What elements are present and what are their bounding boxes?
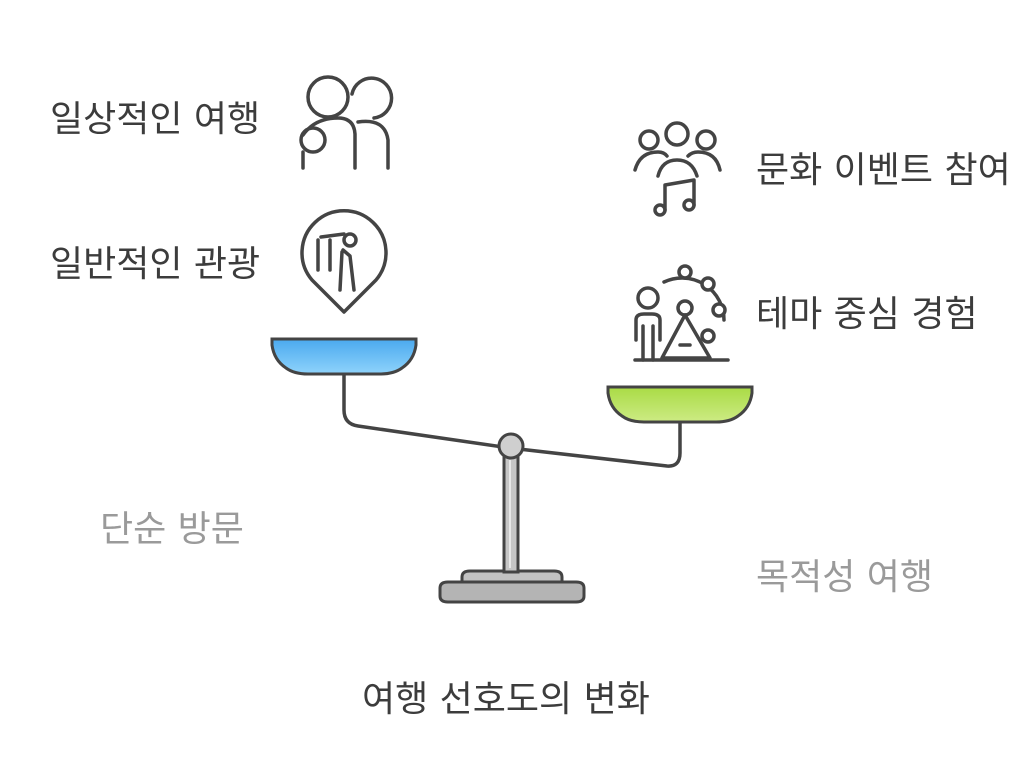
- left-pan: [270, 337, 418, 376]
- friends-icon: [299, 75, 394, 170]
- left-item-label: 일상적인 여행: [50, 99, 261, 140]
- right-category-label: 목적성 여행: [756, 557, 934, 598]
- right-item-label: 테마 중심 경험: [756, 294, 978, 335]
- left-item-label: 일반적인 관광: [50, 244, 261, 285]
- scale-base: [438, 569, 586, 604]
- people-music-icon: [633, 121, 722, 217]
- right-item-label: 문화 이벤트 참여: [756, 150, 1011, 191]
- right-pan: [606, 385, 754, 424]
- diagram-title: 여행 선호도의 변화: [362, 679, 650, 720]
- left-category-label: 단순 방문: [100, 509, 244, 550]
- scale-pivot: [497, 432, 525, 460]
- scale-post: [502, 453, 520, 574]
- theme-park-icon: [633, 264, 730, 362]
- scale-beam: [342, 371, 682, 468]
- tourist-location-pin-icon: [300, 209, 388, 314]
